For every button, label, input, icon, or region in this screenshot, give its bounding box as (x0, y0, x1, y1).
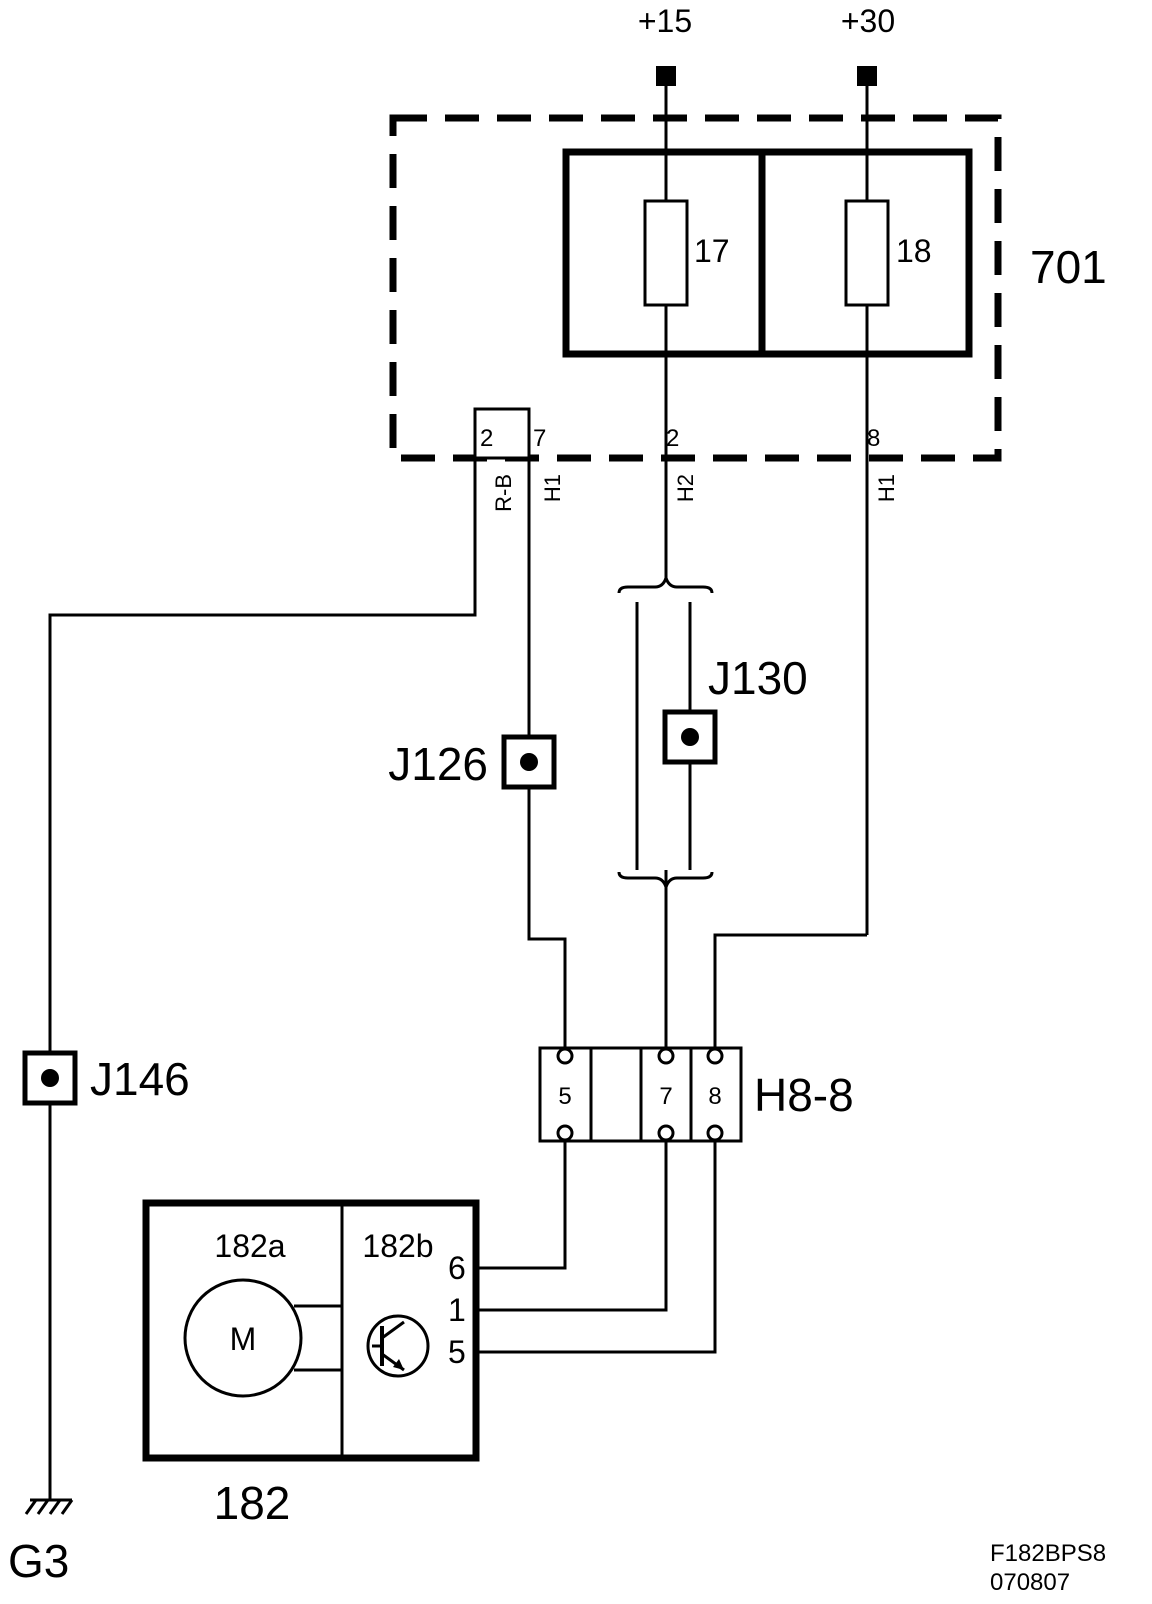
component-182b-label: 182b (362, 1228, 433, 1264)
connector-pin-8-top (706, 1047, 724, 1065)
fusebox-label: 701 (1030, 241, 1107, 293)
connector-pin-5-bottom (556, 1124, 574, 1142)
wire-color-h2: H2 (673, 474, 698, 502)
component-pin-1: 1 (448, 1292, 466, 1328)
fuse-18-label: 18 (896, 233, 932, 269)
footer-date: 070807 (990, 1569, 1070, 1596)
component-pin-6: 6 (448, 1250, 466, 1286)
supply-label-15: +15 (638, 3, 692, 39)
component-182 (142, 1199, 480, 1462)
fuse-17 (643, 199, 689, 307)
connector-pin-7-top (657, 1047, 675, 1065)
fusebox-outline (389, 114, 1002, 462)
brace-top (617, 573, 714, 594)
component-182a-label: 182a (214, 1228, 285, 1264)
wire-pin-1 (476, 1140, 668, 1312)
component-label: 182 (214, 1477, 291, 1529)
supply-terminal-15 (656, 66, 676, 86)
connector-pin-7-bottom (657, 1124, 675, 1142)
junction-j146-dot (41, 1069, 59, 1087)
supply-label-30: +30 (841, 3, 895, 39)
junction-j146-label: J146 (90, 1053, 190, 1105)
junction-j130-label: J130 (708, 652, 808, 704)
connector-label: H8-8 (754, 1069, 854, 1121)
wire-color-h1-left: H1 (540, 474, 565, 502)
motor-icon (183, 1278, 303, 1398)
pin-2-h2: 2 (666, 425, 679, 452)
junction-j126-dot (520, 753, 538, 771)
fuse-holder (562, 148, 973, 358)
connector-pin-5-top (556, 1047, 574, 1065)
wire-h1-left (527, 458, 567, 1050)
wire-pin-5 (476, 1140, 717, 1354)
fuse-18 (844, 199, 890, 307)
footer-code: F182BPS8 (990, 1540, 1106, 1567)
wire-color-h1-right: H1 (874, 474, 899, 502)
pin-box (473, 407, 531, 460)
connector-pin-7-label: 7 (659, 1083, 672, 1110)
ground-icon (24, 1498, 74, 1515)
junction-j126-label: J126 (388, 738, 488, 790)
wire-color-rb: R-B (491, 474, 516, 512)
connector-pin-8-label: 8 (708, 1083, 721, 1110)
pin-8: 8 (867, 425, 880, 452)
supply-terminal-30 (857, 66, 877, 86)
junction-j130-dot (681, 728, 699, 746)
pin-2-rb: 2 (480, 425, 493, 452)
fuse-17-label: 17 (694, 233, 730, 269)
wire-pin-6 (476, 1140, 567, 1270)
ground-label: G3 (8, 1535, 69, 1587)
wire-h1-right (713, 933, 867, 1050)
brace-bottom (617, 871, 714, 892)
connector-pin-8-bottom (706, 1124, 724, 1142)
transistor-icon (366, 1314, 430, 1378)
pin-7: 7 (533, 425, 546, 452)
motor-symbol: M (230, 1321, 257, 1357)
connector-pin-5-label: 5 (558, 1083, 571, 1110)
component-pin-5: 5 (448, 1334, 466, 1370)
